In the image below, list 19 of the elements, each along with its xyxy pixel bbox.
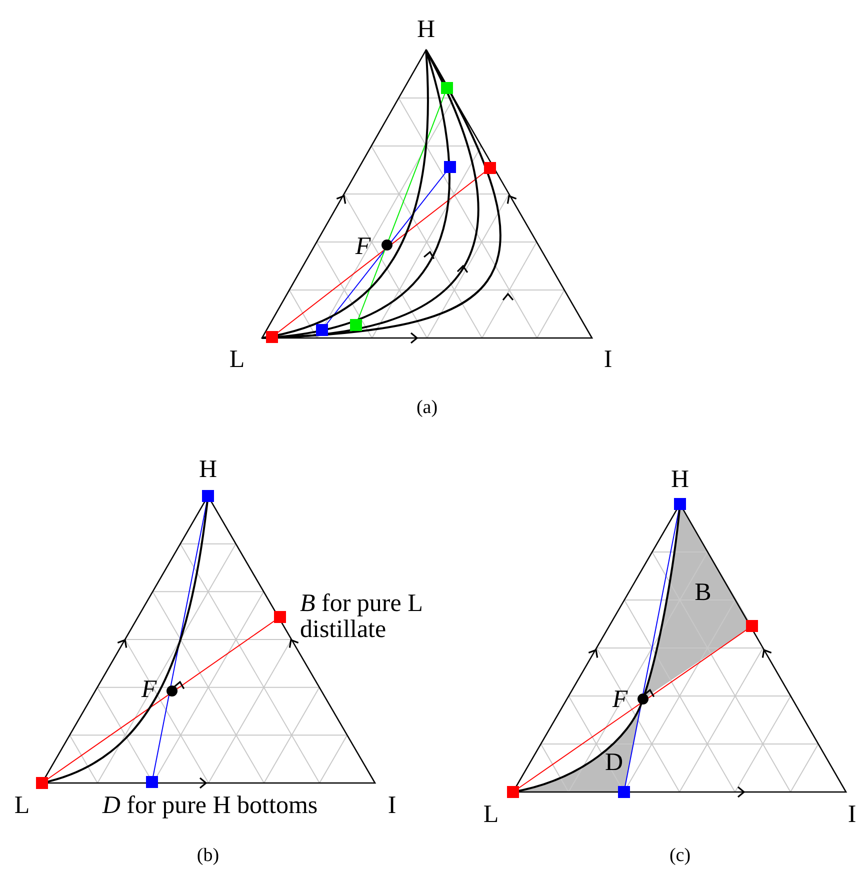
annotation: D for pure H bottoms [102, 792, 318, 820]
vertex-label: H [416, 16, 436, 44]
vertex-label: H [670, 466, 690, 494]
vertex-label: H [198, 456, 218, 484]
point-label: F [612, 686, 628, 714]
vertex-label: L [483, 802, 499, 828]
vertex-label: L [14, 792, 30, 820]
region-label: D [604, 750, 624, 776]
point-label: F [141, 676, 157, 704]
annotation: B for pure L distillate [300, 590, 423, 644]
vertex-label: L [229, 346, 245, 374]
caption: (b) [196, 846, 220, 866]
caption: (c) [669, 846, 691, 866]
point-label: F [355, 234, 371, 260]
region-label: B [694, 580, 712, 606]
vertex-label: I [604, 346, 612, 374]
vertex-label: I [388, 792, 396, 820]
caption: (a) [416, 398, 438, 418]
vertex-label: I [848, 802, 856, 828]
